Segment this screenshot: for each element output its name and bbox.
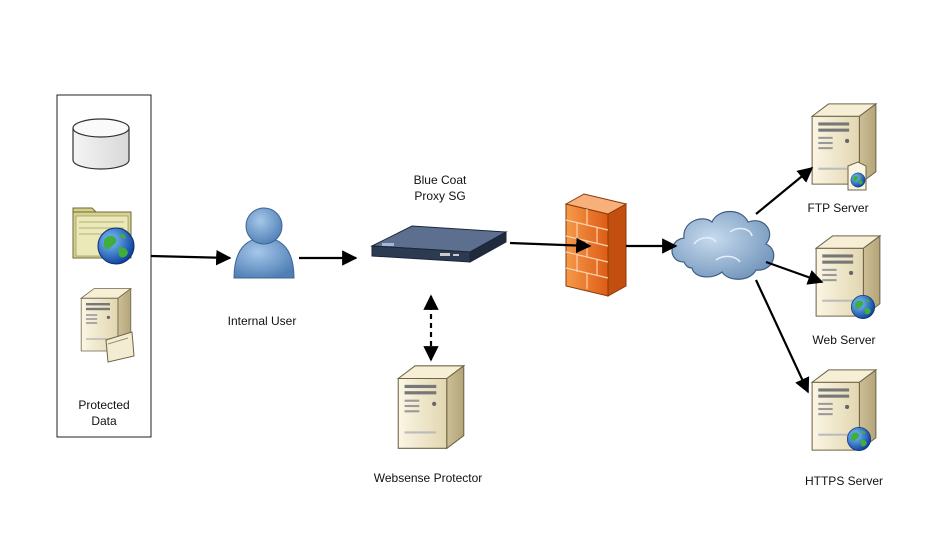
cloud-icon	[671, 210, 775, 280]
web-server-icon	[815, 235, 881, 320]
server-document-icon	[80, 288, 135, 363]
websense-protector-label: Websense Protector	[374, 471, 483, 485]
user-icon	[233, 207, 295, 279]
ftp-server-icon	[811, 103, 877, 191]
arrow-cloud-to-https	[755, 279, 810, 394]
protected-data-label-1: Protected	[78, 398, 129, 412]
protected-data-group	[56, 94, 152, 438]
proxy-label-1: Blue Coat	[414, 173, 467, 187]
server-tower-icon	[397, 365, 465, 449]
https-server-label: HTTPS Server	[805, 474, 883, 488]
arrow-cloud-to-ftp	[755, 167, 814, 215]
internal-user-label: Internal User	[228, 314, 297, 328]
folder-globe-icon	[72, 207, 135, 265]
database-icon	[72, 118, 130, 170]
https-server-icon	[811, 369, 877, 452]
arrow-cloud-to-web	[765, 260, 824, 285]
protected-data-label-2: Data	[91, 414, 117, 428]
arrow-data-to-user	[150, 249, 232, 266]
proxy-label-2: Proxy SG	[414, 189, 465, 203]
proxy-appliance-icon	[370, 225, 508, 263]
ftp-server-label: FTP Server	[807, 201, 868, 215]
web-server-label: Web Server	[812, 333, 875, 347]
arrow-proxy-to-firewall	[509, 237, 592, 254]
